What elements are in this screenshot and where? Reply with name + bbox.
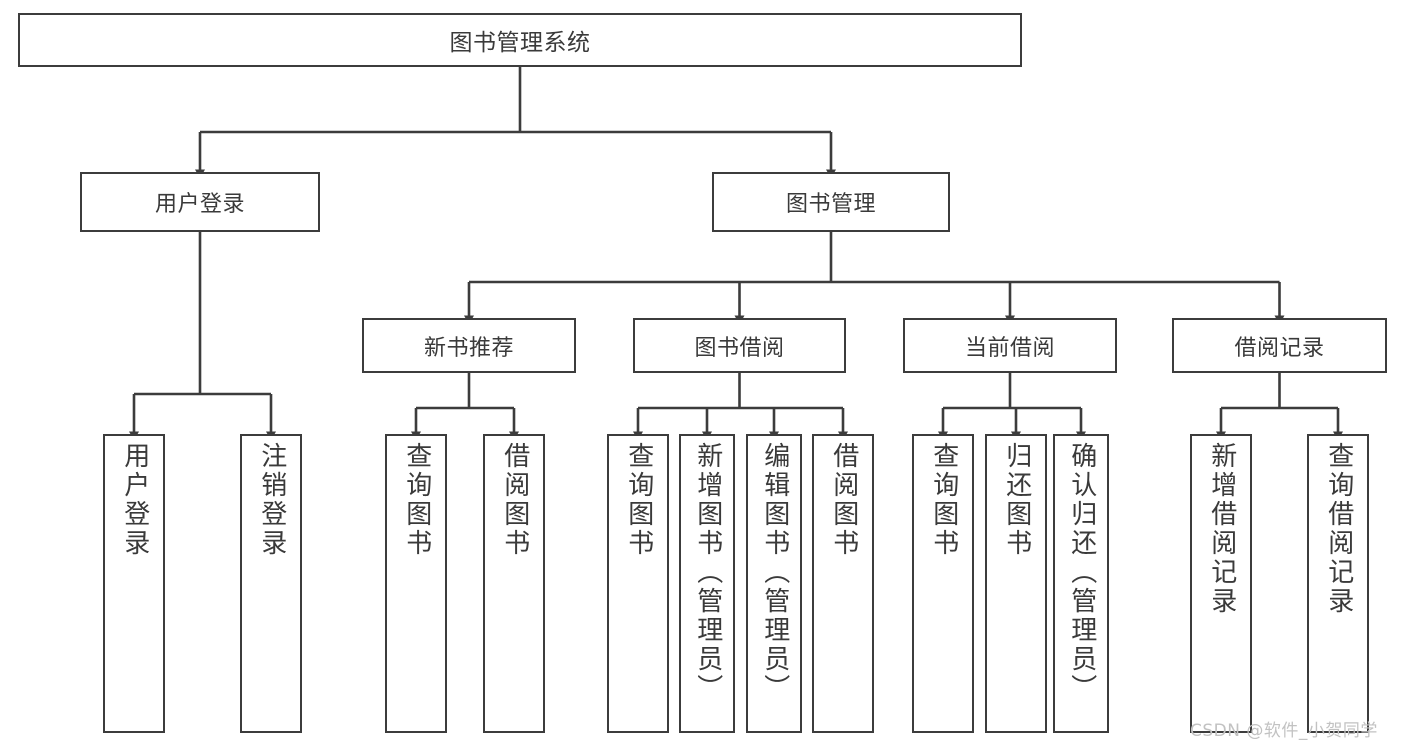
- node-leaf-query-book-1[interactable]: 查询图书: [385, 434, 447, 733]
- node-leaf-query-book-3-label: 查询图书: [928, 442, 959, 558]
- node-leaf-borrow-book-1-label: 借阅图书: [499, 442, 530, 558]
- node-root-label: 图书管理系统: [449, 30, 591, 56]
- node-book-manage[interactable]: 图书管理: [712, 172, 950, 232]
- node-leaf-confirm-return-admin-label: 确认归还（管理员）: [1066, 442, 1097, 703]
- node-current-borrow[interactable]: 当前借阅: [903, 318, 1117, 373]
- node-current-borrow-label: 当前借阅: [964, 335, 1055, 361]
- node-borrow-record[interactable]: 借阅记录: [1172, 318, 1387, 373]
- node-leaf-add-book-admin-label: 新增图书（管理员）: [692, 442, 723, 703]
- node-leaf-return-book-label: 归还图书: [1001, 442, 1032, 558]
- node-root[interactable]: 图书管理系统: [18, 13, 1022, 67]
- node-book-borrow[interactable]: 图书借阅: [633, 318, 846, 373]
- node-leaf-add-book-admin[interactable]: 新增图书（管理员）: [679, 434, 735, 733]
- node-borrow-record-label: 借阅记录: [1234, 335, 1325, 361]
- node-user-login[interactable]: 用户登录: [80, 172, 320, 232]
- node-leaf-query-book-3[interactable]: 查询图书: [912, 434, 974, 733]
- node-leaf-user-login[interactable]: 用户登录: [103, 434, 165, 733]
- node-new-book-recommend-label: 新书推荐: [423, 335, 514, 361]
- node-leaf-add-borrow-record[interactable]: 新增借阅记录: [1190, 434, 1252, 733]
- node-leaf-confirm-return-admin[interactable]: 确认归还（管理员）: [1053, 434, 1109, 733]
- node-leaf-query-borrow-record[interactable]: 查询借阅记录: [1307, 434, 1369, 733]
- node-leaf-user-logout-label: 注销登录: [256, 442, 287, 558]
- node-leaf-edit-book-admin[interactable]: 编辑图书（管理员）: [746, 434, 802, 733]
- node-leaf-query-borrow-record-label: 查询借阅记录: [1323, 442, 1354, 616]
- watermark: CSDN @软件_小贺同学: [1190, 721, 1378, 741]
- node-leaf-borrow-book-2[interactable]: 借阅图书: [812, 434, 874, 733]
- node-leaf-query-book-1-label: 查询图书: [401, 442, 432, 558]
- node-leaf-query-book-2[interactable]: 查询图书: [607, 434, 669, 733]
- node-book-manage-label: 图书管理: [785, 192, 876, 217]
- node-leaf-user-logout[interactable]: 注销登录: [240, 434, 302, 733]
- node-leaf-user-login-label: 用户登录: [119, 442, 150, 558]
- node-book-borrow-label: 图书借阅: [694, 335, 785, 361]
- node-leaf-borrow-book-1[interactable]: 借阅图书: [483, 434, 545, 733]
- node-leaf-return-book[interactable]: 归还图书: [985, 434, 1047, 733]
- node-leaf-borrow-book-2-label: 借阅图书: [828, 442, 859, 558]
- node-leaf-query-book-2-label: 查询图书: [623, 442, 654, 558]
- node-user-login-label: 用户登录: [154, 192, 245, 217]
- node-new-book-recommend[interactable]: 新书推荐: [362, 318, 576, 373]
- node-leaf-edit-book-admin-label: 编辑图书（管理员）: [759, 442, 790, 703]
- node-leaf-add-borrow-record-label: 新增借阅记录: [1206, 442, 1237, 616]
